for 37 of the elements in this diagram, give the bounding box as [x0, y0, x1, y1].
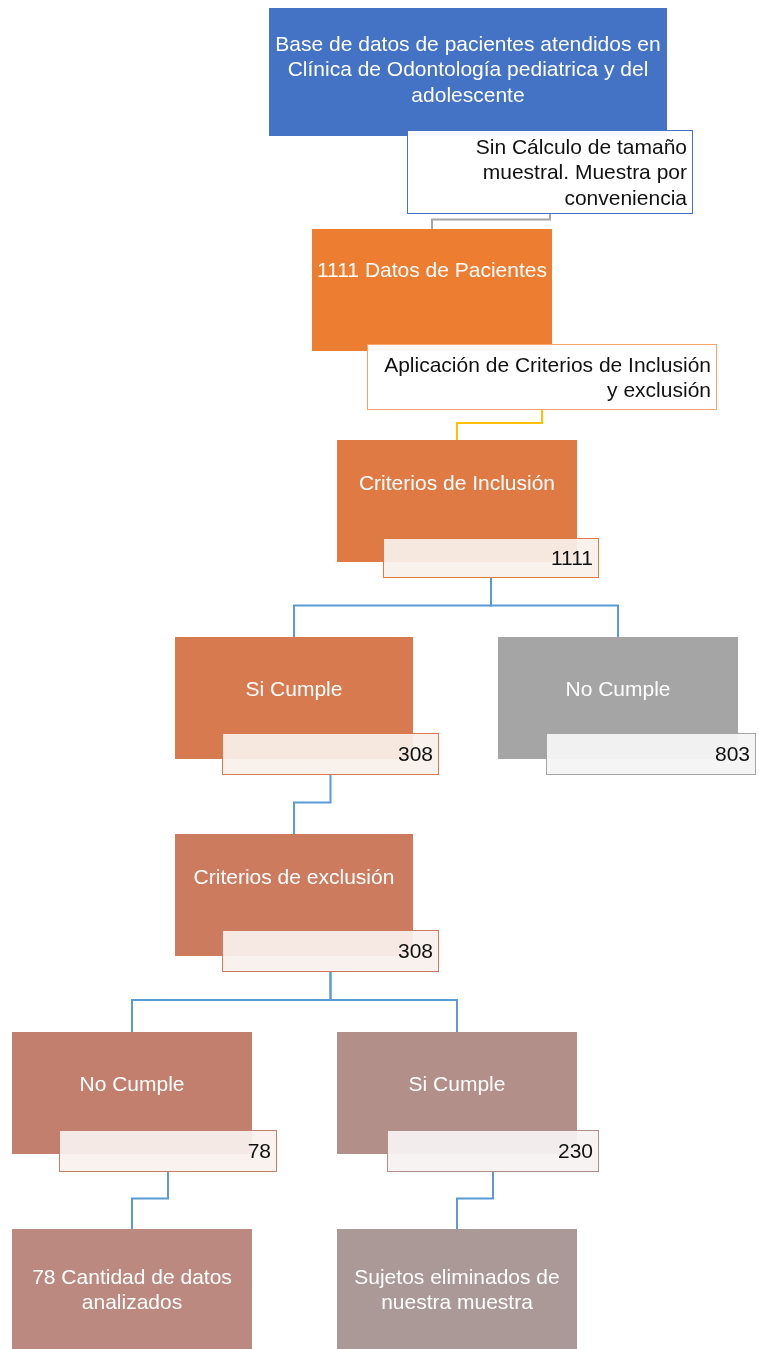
connector-line: [431, 213, 551, 230]
box-text: Sujetos eliminados de nuestra muestra: [353, 1263, 561, 1315]
box-text: 803: [714, 741, 750, 767]
box-text: Sin Cálculo de tamaño muestral. Muestra por conveniencia: [474, 134, 687, 210]
box-text: 1111 Datos de Pacientes: [317, 257, 547, 283]
count-box: [59, 1130, 277, 1172]
box-text: No Cumple: [79, 1071, 185, 1097]
box-text: 230: [557, 1138, 593, 1164]
box-text: Base de datos de pacientes atendidos en Clínica de Odontología pediatrica y del adolescente: [274, 31, 662, 107]
box-text: Criterios de exclusión: [193, 864, 395, 890]
process-box: [337, 1229, 577, 1349]
box-text: Criterios de Inclusión: [358, 470, 556, 496]
count-box: [387, 1130, 599, 1172]
box-text: 78: [247, 1138, 271, 1164]
count-box: [383, 538, 599, 578]
count-box: [367, 344, 717, 410]
box-text: No Cumple: [565, 676, 671, 702]
connector-line: [293, 774, 332, 835]
process-box: [312, 229, 552, 351]
process-box: [12, 1229, 252, 1349]
box-text: 78 Cantidad de datos analizados: [31, 1263, 233, 1315]
count-box: [222, 733, 439, 775]
box-text: 308: [397, 938, 433, 964]
connector-line: [456, 1171, 494, 1230]
connector-line: [329, 971, 458, 1033]
connector-line: [490, 577, 619, 638]
process-box: [269, 8, 667, 136]
box-text: Si Cumple: [245, 676, 343, 702]
count-box: [407, 130, 693, 214]
connector-line: [131, 1171, 169, 1230]
box-text: Si Cumple: [408, 1071, 506, 1097]
box-text: 1111: [550, 545, 593, 571]
count-box: [546, 733, 756, 775]
box-text: Aplicación de Criterios de Inclusión y exclusión: [383, 351, 711, 403]
count-box: [222, 930, 439, 972]
connector-line: [456, 409, 543, 441]
box-text: 308: [397, 741, 433, 767]
